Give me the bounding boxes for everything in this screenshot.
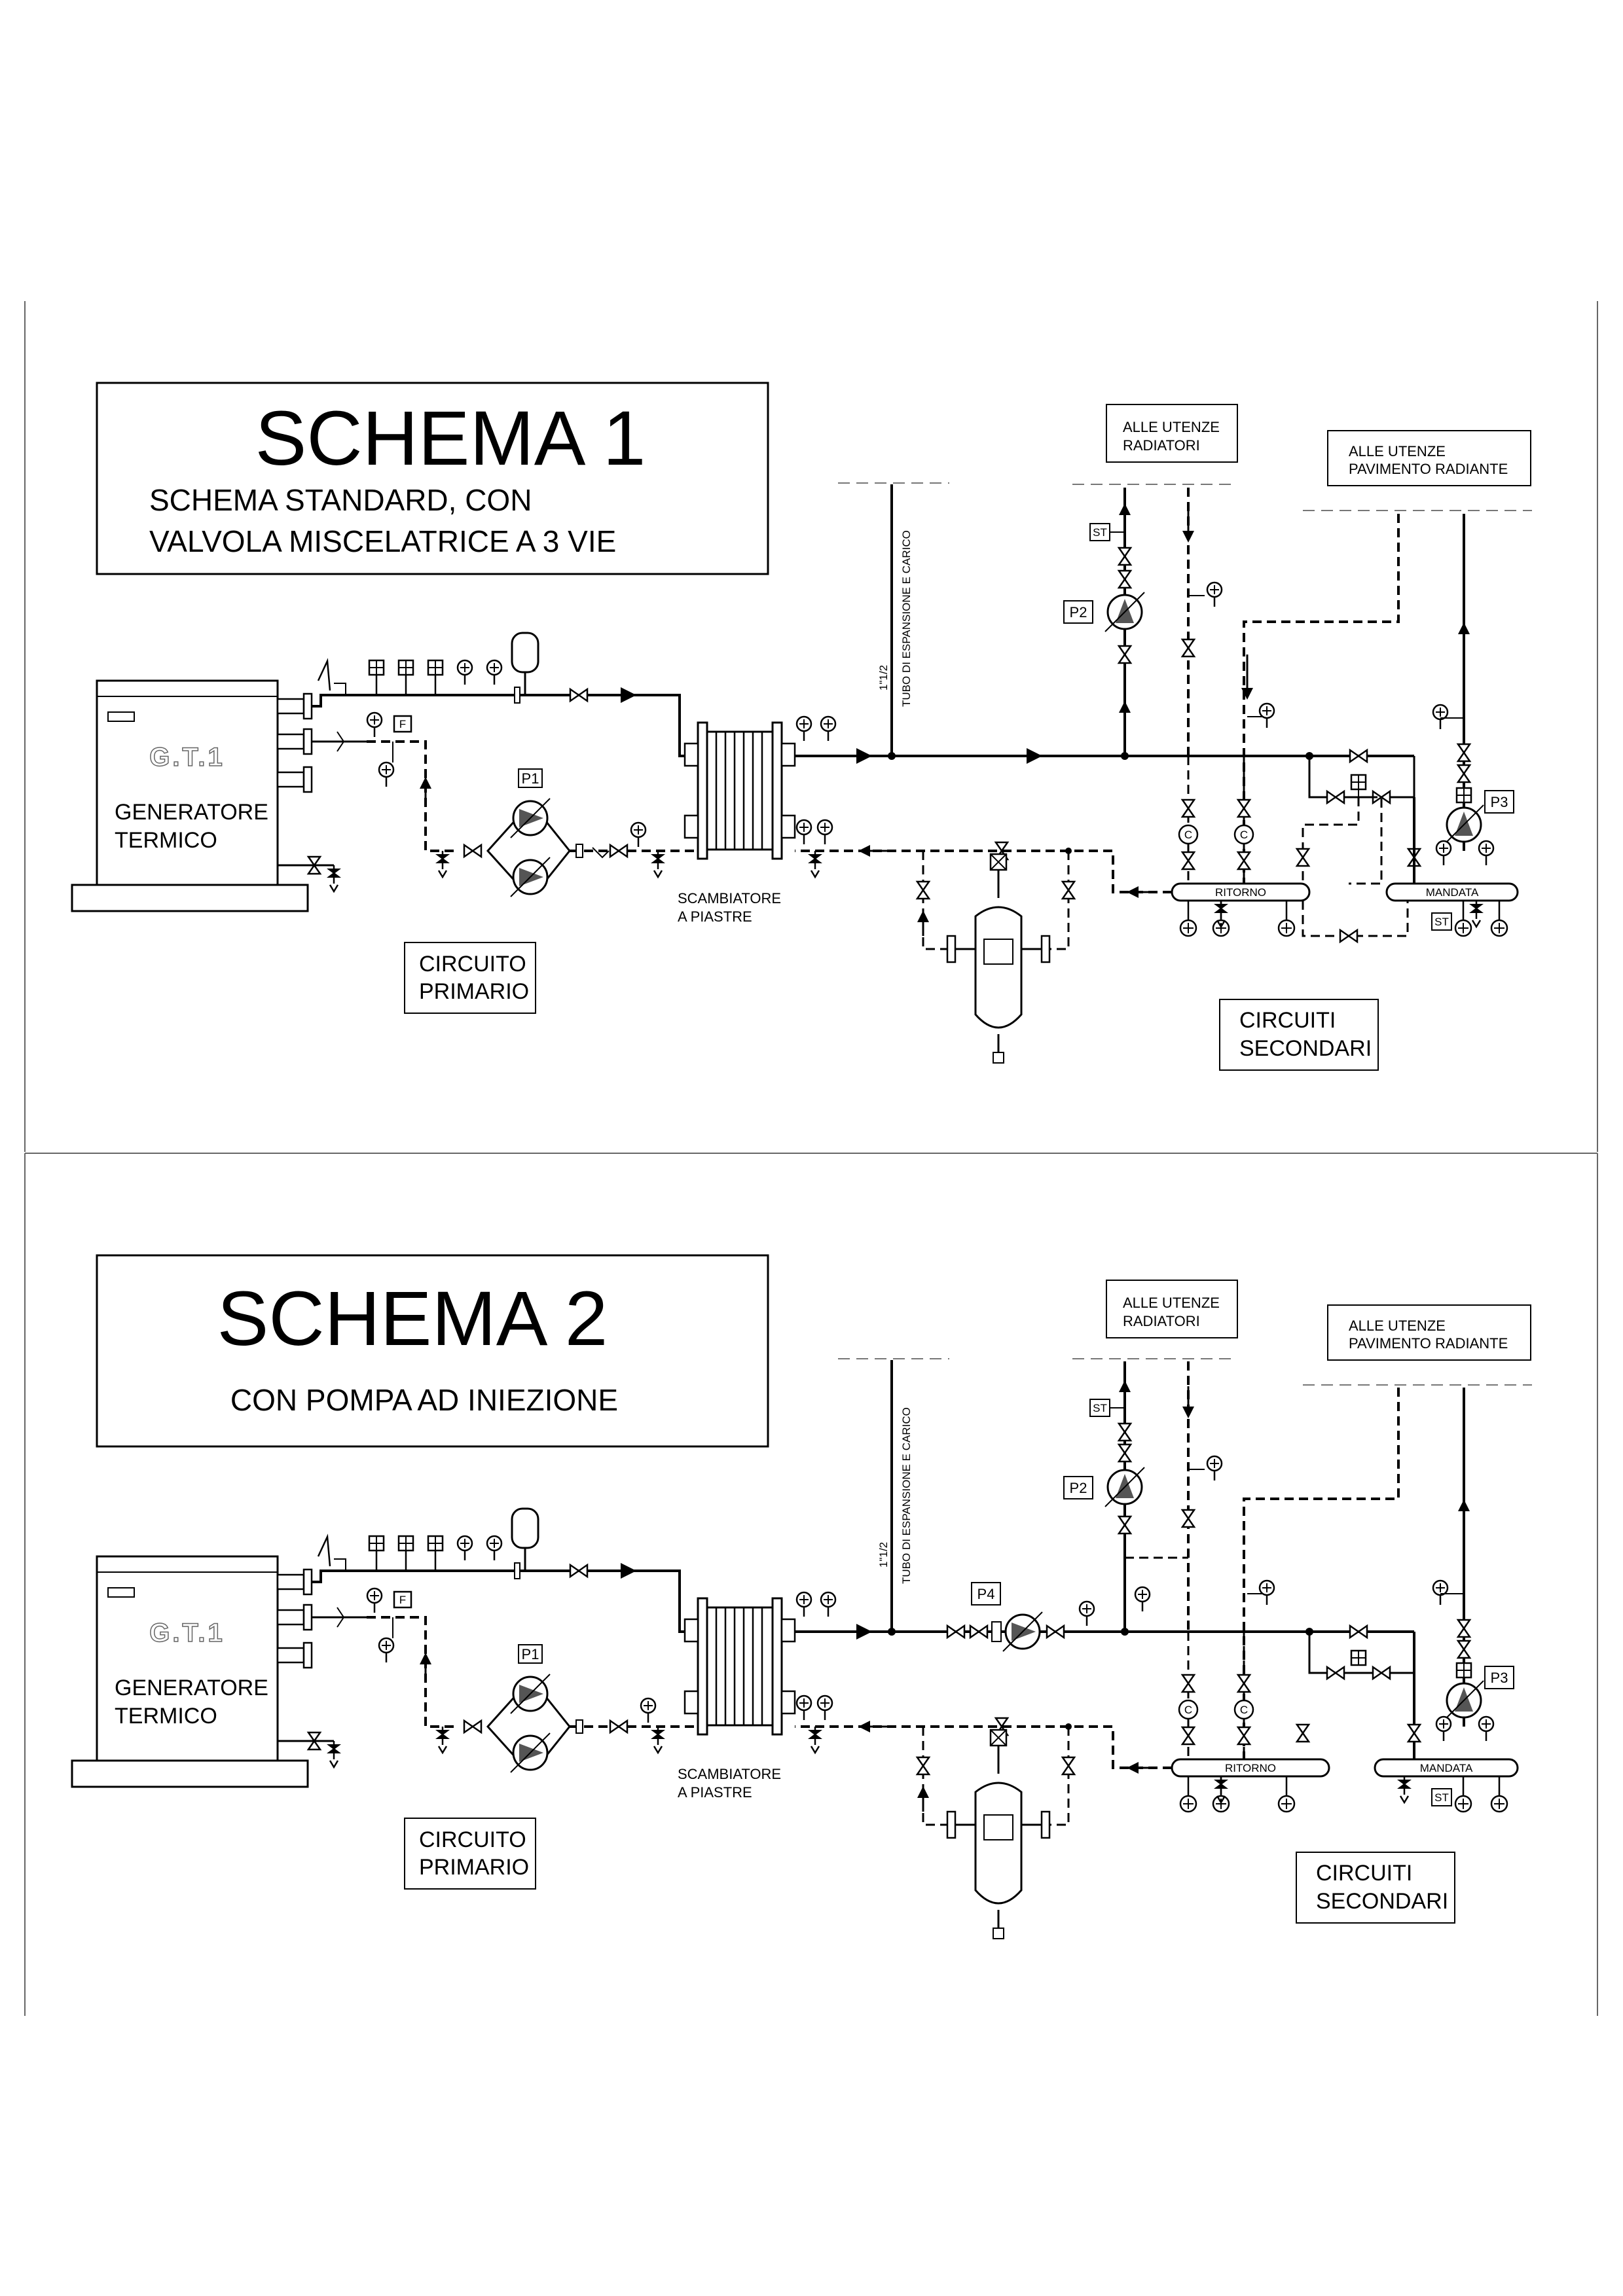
schema-1-title: SCHEMA 1 — [255, 395, 646, 482]
schema-1-expansion-pipe-label: TUBO DI ESPANSIONE E CARICO — [900, 530, 913, 707]
schema-2-filter-label: F — [399, 1594, 406, 1606]
schema-1-generator: G.T.1 GENERATORE TERMICO — [71, 679, 340, 912]
schema-1-filter-label: F — [399, 718, 406, 730]
schema-1-exchanger-line1: SCAMBIATORE — [678, 890, 781, 906]
schema-1-secondary-return — [795, 819, 1172, 1064]
schema-1-generator-code: G.T.1 — [149, 743, 225, 772]
schema-2-floor-branch: ALLE UTENZE PAVIMENTO RADIANTE P3 — [1243, 1304, 1532, 1759]
schema-1-generator-line1: GENERATORE — [115, 800, 268, 825]
schema-1-subtitle-line1: SCHEMA STANDARD, CON — [149, 483, 532, 517]
schema-1-floor-branch: ALLE UTENZE PAVIMENTO RADIANTE P3 — [1241, 430, 1532, 884]
schema-1-heat-exchanger: SCAMBIATORE A PIASTRE — [678, 721, 796, 925]
schema-2-radiators-line1: ALLE UTENZE — [1123, 1295, 1220, 1311]
schema-2-pump-p4-label: P4 — [977, 1586, 995, 1602]
schema-2-floor-line2: PAVIMENTO RADIANTE — [1349, 1335, 1508, 1352]
schema-2-primary-return: F P1 — [312, 1587, 694, 1774]
schema-2: SCHEMA 2 CON POMPA AD INIEZIONE G.T.1 GE… — [71, 1254, 1532, 1940]
schema-2-secondary-return — [795, 1695, 1172, 1940]
schema-2-generator-line1: GENERATORE — [115, 1676, 268, 1700]
schema-2-subtitle-line1: CON POMPA AD INIEZIONE — [230, 1383, 618, 1417]
schema-2-floor-thermostat: ST — [1434, 1791, 1449, 1804]
schema-1-primary-label-box: CIRCUITO PRIMARIO — [404, 942, 536, 1014]
schema-1-floor-line2: PAVIMENTO RADIANTE — [1349, 461, 1508, 477]
schema-2-floor-line1: ALLE UTENZE — [1349, 1318, 1446, 1334]
schema-2-radiators-line2: RADIATORI — [1123, 1313, 1200, 1329]
schema-2-generator: G.T.1 GENERATORE TERMICO — [71, 1555, 340, 1788]
schema-2-radiator-branch: ALLE UTENZE RADIATORI ST P2 — [1063, 1280, 1238, 1636]
schema-2-supply-manifold-label: MANDATA — [1420, 1762, 1473, 1774]
schema-2-exchanger-line1: SCAMBIATORE — [678, 1766, 781, 1782]
schema-1-manifolds: RITORNO MANDATA C C ST — [1171, 756, 1519, 943]
schema-2-pump-p2-label: P2 — [1070, 1480, 1087, 1496]
schema-1-mixing-valve — [1296, 749, 1421, 890]
schema-2-secondary-label-box: CIRCUITI SECONDARI — [1296, 1852, 1455, 1924]
schema-2-counter-2: C — [1240, 1704, 1248, 1716]
schema-1-floor-line1: ALLE UTENZE — [1349, 443, 1446, 459]
schema-1-primary-return: F P1 — [312, 711, 694, 898]
schema-1-title-box: SCHEMA 1 SCHEMA STANDARD, CON VALVOLA MI… — [96, 382, 769, 575]
schema-2-title-box: SCHEMA 2 CON POMPA AD INIEZIONE — [96, 1254, 769, 1448]
schema-2-pipe-size-label: 1"1/2 — [877, 1542, 890, 1568]
schema-2-mixing-zone — [1305, 1624, 1421, 1767]
schema-1-pump-p2-label: P2 — [1070, 604, 1087, 620]
schema-1-supply-manifold-label: MANDATA — [1426, 886, 1479, 899]
schema-2-exchanger-line2: A PIASTRE — [678, 1784, 752, 1801]
schema-2-title: SCHEMA 2 — [217, 1276, 608, 1362]
schema-2-heat-exchanger: SCAMBIATORE A PIASTRE — [678, 1597, 796, 1801]
schema-1-radiator-branch: ALLE UTENZE RADIATORI ST P2 — [1063, 404, 1238, 760]
schema-1-exchanger-line2: A PIASTRE — [678, 908, 752, 925]
schema-1-pump-p3-label: P3 — [1491, 794, 1508, 810]
schema-2-secondary-line1: CIRCUITI — [1316, 1861, 1412, 1886]
schema-1-primary-line1: CIRCUITO — [419, 952, 526, 977]
schema-2-primary-supply — [312, 1507, 694, 1633]
schema-2-expansion-pipe-label: TUBO DI ESPANSIONE E CARICO — [900, 1407, 913, 1584]
schema-2-primary-line2: PRIMARIO — [419, 1855, 529, 1880]
schema-1-counter-2: C — [1240, 829, 1248, 841]
schema-1-return-manifold-label: RITORNO — [1215, 886, 1266, 899]
schema-1-floor-thermostat: ST — [1434, 916, 1449, 928]
schema-1-generator-line2: TERMICO — [115, 828, 217, 853]
schema-1-primary-supply — [312, 632, 694, 757]
schema-1-radiators-line1: ALLE UTENZE — [1123, 419, 1220, 435]
schema-2-pump-p3-label: P3 — [1491, 1670, 1508, 1686]
schema-2-counter-1: C — [1184, 1704, 1192, 1716]
schema-1-secondary-line2: SECONDARI — [1239, 1036, 1372, 1061]
schema-1-secondary-label-box: CIRCUITI SECONDARI — [1219, 999, 1379, 1071]
schema-1-radiator-thermostat: ST — [1093, 526, 1107, 539]
schema-1-pump-p1-label: P1 — [522, 770, 539, 787]
schema-2-return-manifold-label: RITORNO — [1225, 1762, 1276, 1774]
schema-1-secondary-line1: CIRCUITI — [1239, 1008, 1336, 1033]
schema-2-primary-line1: CIRCUITO — [419, 1827, 526, 1852]
schema-2-radiator-thermostat: ST — [1093, 1402, 1107, 1414]
schema-1-radiators-line2: RADIATORI — [1123, 437, 1200, 454]
schema-1-subtitle-line2: VALVOLA MISCELATRICE A 3 VIE — [149, 524, 616, 558]
schema-2-secondary-line2: SECONDARI — [1316, 1889, 1448, 1914]
schema-1: SCHEMA 1 SCHEMA STANDARD, CON VALVOLA MI… — [71, 382, 1532, 1071]
schema-2-primary-label-box: CIRCUITO PRIMARIO — [404, 1818, 536, 1890]
schema-1-pipe-size-label: 1"1/2 — [877, 665, 890, 691]
schema-1-primary-line2: PRIMARIO — [419, 979, 529, 1004]
schema-2-generator-line2: TERMICO — [115, 1704, 217, 1729]
schema-1-counter-1: C — [1184, 829, 1192, 841]
schema-2-generator-code: G.T.1 — [149, 1619, 225, 1647]
schema-2-pump-p1-label: P1 — [522, 1646, 539, 1662]
